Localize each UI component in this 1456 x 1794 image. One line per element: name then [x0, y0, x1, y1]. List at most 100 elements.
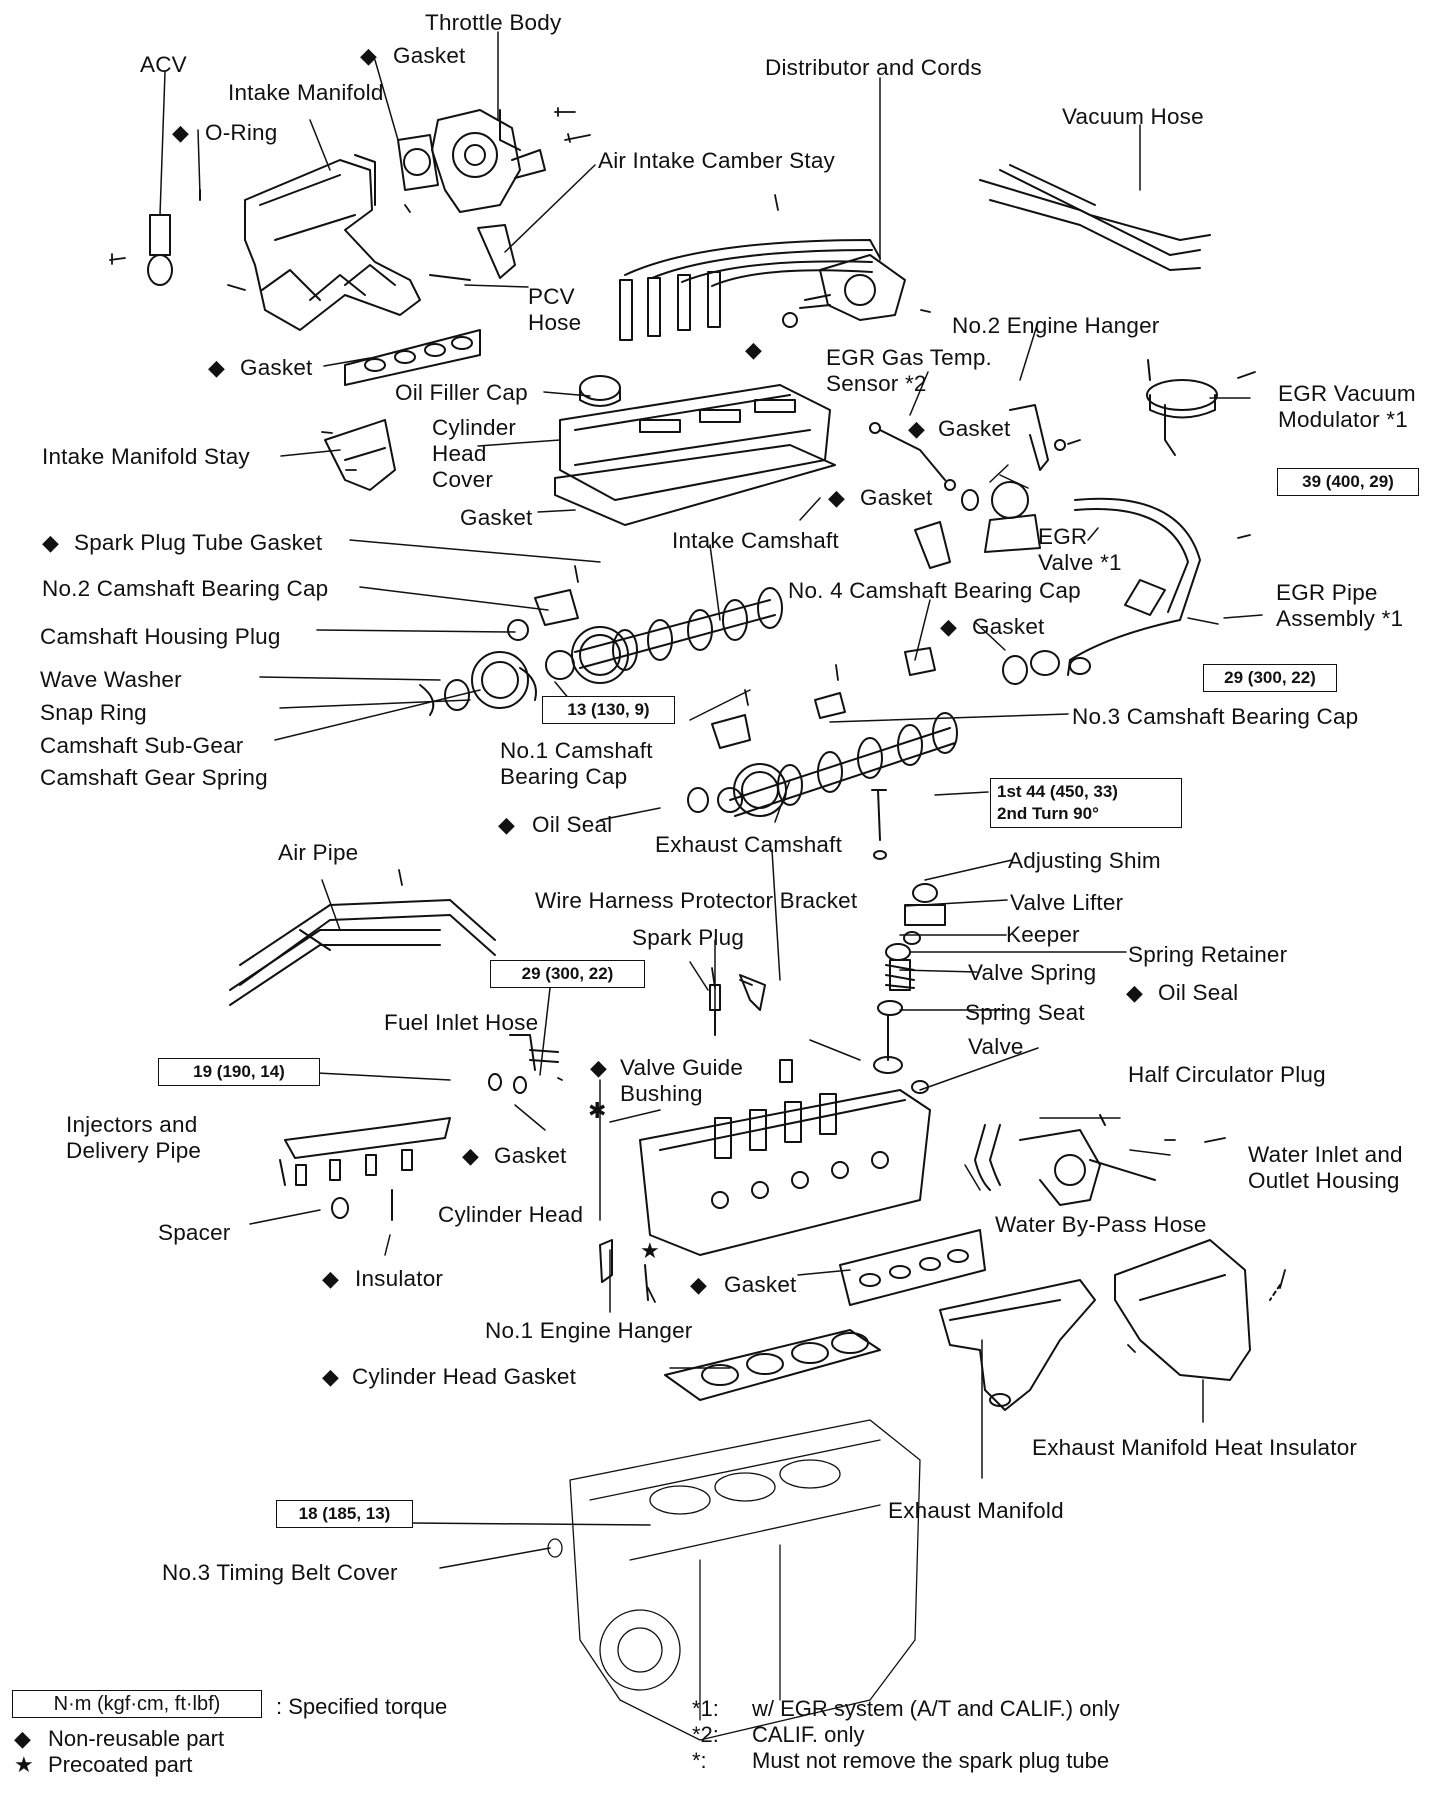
label-housing-plug: Camshaft Housing Plug [40, 624, 281, 649]
label-no3-bearing-cap: No.3 Camshaft Bearing Cap [1072, 704, 1359, 729]
label-keeper: Keeper [1006, 922, 1080, 947]
label-exhaust-manifold: Exhaust Manifold [888, 1498, 1064, 1523]
valve-train-drawing [873, 883, 946, 1074]
cylinder-head-drawing [639, 1089, 931, 1256]
note-2-text: CALIF. only [752, 1722, 865, 1747]
vacuum-hose-drawing [979, 164, 1211, 271]
non-reusable-diamond-icon: ◆ [498, 812, 515, 837]
non-reusable-diamond-icon: ◆ [828, 485, 845, 510]
non-reusable-diamond-icon: ◆ [940, 614, 957, 639]
label-egr-vacuum-modulator: EGR Vacuum Modulator *1 [1278, 381, 1416, 432]
note-2-mark: *2: [692, 1722, 719, 1747]
label-oil-filler-cap: Oil Filler Cap [395, 380, 528, 405]
label-valve-spring: Valve Spring [968, 960, 1097, 985]
label-egr-temp-sensor: EGR Gas Temp. Sensor *2 [826, 345, 992, 396]
label-no3-timing-belt-cover: No.3 Timing Belt Cover [162, 1560, 398, 1585]
label-gasket-throttle: Gasket [393, 43, 466, 68]
head-cover-drawing [559, 375, 831, 501]
label-gasket-exhaust: Gasket [724, 1272, 797, 1297]
label-exhaust-heat-insulator: Exhaust Manifold Heat Insulator [1032, 1435, 1358, 1460]
fuel-inlet-hose-drawing [488, 1034, 559, 1094]
label-spark-plug: Spark Plug [632, 925, 745, 950]
head-bolt-drawing [871, 789, 887, 860]
asterisk-icon: ✱ [588, 1098, 607, 1123]
non-reusable-diamond-icon: ◆ [208, 355, 225, 380]
label-valve-lifter: Valve Lifter [1010, 890, 1124, 915]
no2-engine-hanger-drawing [1009, 404, 1066, 471]
torque-delivery-pipe: 19 (190, 14) [158, 1058, 320, 1086]
label-egr-valve: EGR Valve *1 [1038, 524, 1122, 575]
throttle-body-drawing [397, 109, 546, 213]
note-3-text: Must not remove the spark plug tube [752, 1748, 1110, 1773]
label-sub-gear: Camshaft Sub-Gear [40, 733, 244, 758]
non-reusable-diamond-icon: ◆ [462, 1143, 479, 1168]
label-o-ring: O-Ring [205, 120, 278, 145]
label-no1-bearing-cap: No.1 Camshaft Bearing Cap [500, 738, 653, 789]
non-reusable-diamond-icon: ◆ [590, 1055, 607, 1080]
label-exhaust-camshaft: Exhaust Camshaft [655, 832, 843, 857]
egr-valve-drawing [914, 481, 1041, 569]
label-cylinder-head-gasket: Cylinder Head Gasket [352, 1364, 577, 1389]
legend-non-reusable: Non-reusable part [48, 1726, 225, 1751]
egr-vacuum-modulator-drawing [1146, 359, 1218, 456]
label-intake-manifold: Intake Manifold [228, 80, 384, 105]
air-intake-stay-drawing [429, 224, 516, 281]
note-3-mark: *: [692, 1748, 707, 1773]
torque-egr-pipe-bolt: 29 (300, 22) [1203, 664, 1337, 692]
label-intake-manifold-stay: Intake Manifold Stay [42, 444, 250, 469]
label-spring-retainer: Spring Retainer [1128, 942, 1288, 967]
label-water-inlet-housing: Water Inlet and Outlet Housing [1248, 1142, 1403, 1193]
non-reusable-diamond-icon: ◆ [42, 530, 59, 555]
label-egr-pipe: EGR Pipe Assembly *1 [1276, 580, 1404, 631]
non-reusable-diamond-icon: ◆ [908, 416, 925, 441]
precoated-star-icon: ★ [640, 1238, 660, 1263]
non-reusable-diamond-icon: ◆ [690, 1272, 707, 1297]
torque-timing-cover: 18 (185, 13) [276, 1500, 413, 1528]
label-vacuum-hose: Vacuum Hose [1062, 104, 1204, 129]
intake-camshaft-drawing [545, 587, 783, 684]
engine-block-drawing [547, 1419, 921, 1741]
non-reusable-diamond-icon: ◆ [1126, 980, 1143, 1005]
label-snap-ring: Snap Ring [40, 700, 147, 725]
label-spacer: Spacer [158, 1220, 231, 1245]
air-pipe-drawing [229, 899, 496, 1006]
label-gear-spring: Camshaft Gear Spring [40, 765, 268, 790]
torque-head-bolt: 1st 44 (450, 33) 2nd Turn 90° [990, 778, 1182, 828]
exhaust-camshaft-drawing [717, 712, 958, 817]
legend-diamond-icon: ◆ [14, 1726, 31, 1751]
label-valve: Valve [968, 1034, 1024, 1059]
non-reusable-diamond-icon: ◆ [745, 337, 762, 362]
label-wave-washer: Wave Washer [40, 667, 182, 692]
label-oil-seal-cam: Oil Seal [532, 812, 613, 837]
injectors-drawing [279, 1117, 451, 1221]
egr-pipe-drawing [1002, 497, 1201, 685]
intake-manifold-drawing [244, 154, 421, 331]
label-wire-harness-bracket: Wire Harness Protector Bracket [535, 888, 858, 913]
label-no2-engine-hanger: No.2 Engine Hanger [952, 313, 1160, 338]
non-reusable-diamond-icon: ◆ [360, 43, 377, 68]
label-spring-seat: Spring Seat [965, 1000, 1085, 1025]
label-air-pipe: Air Pipe [278, 840, 359, 865]
label-distributor: Distributor and Cords [765, 55, 982, 80]
head-cover-gasket-drawing [554, 444, 836, 526]
egr-temp-sensor-drawing [869, 422, 956, 491]
label-throttle-body: Throttle Body [425, 10, 562, 35]
label-fuel-inlet-hose: Fuel Inlet Hose [384, 1010, 539, 1035]
label-acv: ACV [140, 52, 187, 77]
note-1-text: w/ EGR system (A/T and CALIF.) only [752, 1696, 1120, 1721]
no1-engine-hanger-drawing [599, 1239, 649, 1301]
label-oil-seal-valve: Oil Seal [1158, 980, 1239, 1005]
label-intake-camshaft: Intake Camshaft [672, 528, 839, 553]
valve-guide-bushing-drawing [779, 1059, 929, 1094]
label-injectors: Injectors and Delivery Pipe [66, 1112, 202, 1163]
acv-drawing [147, 189, 201, 286]
legend-torque-description: : Specified torque [276, 1694, 448, 1719]
label-spark-plug-tube-gasket: Spark Plug Tube Gasket [74, 530, 323, 555]
leader-lines [159, 31, 1263, 1569]
label-cylinder-head-cover: Cylinder Head Cover [432, 415, 517, 492]
label-no1-engine-hanger: No.1 Engine Hanger [485, 1318, 693, 1343]
label-gasket-egr-valve: Gasket [860, 485, 933, 510]
distributor-drawing [619, 239, 906, 341]
legend-precoated: Precoated part [48, 1752, 193, 1777]
